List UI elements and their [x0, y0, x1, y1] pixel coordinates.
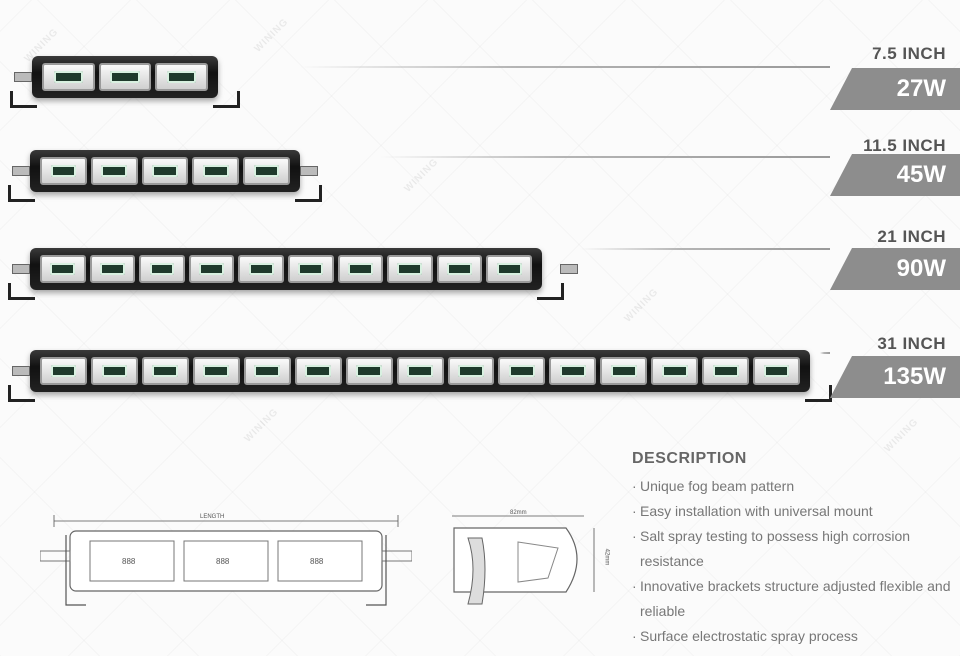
watermark: WINING	[242, 406, 281, 445]
size-label: 11.5 INCH	[863, 136, 946, 155]
light-bar-31-inch	[8, 350, 832, 402]
size-label: 31 INCH	[877, 334, 946, 353]
front-dimension-drawing: LENGTH 888 888 888	[39, 505, 413, 615]
led-pod	[387, 255, 433, 283]
end-stud	[14, 72, 32, 82]
divider-line	[820, 352, 830, 354]
length-label: LENGTH	[200, 514, 225, 520]
led-pod	[40, 357, 87, 385]
led-pod	[486, 255, 532, 283]
divider-line	[300, 66, 830, 68]
led-pod	[345, 357, 393, 385]
led-pod	[89, 255, 136, 283]
power-badge: 27W	[830, 68, 960, 110]
led-pod	[243, 157, 290, 185]
divider-line	[380, 156, 830, 158]
end-stud	[12, 166, 30, 176]
led-pod	[702, 357, 750, 385]
description-list: Unique fog beam pattern Easy installatio…	[632, 474, 952, 649]
led-pod	[337, 255, 384, 283]
pod-digits: 888	[310, 557, 324, 566]
pod-digits: 888	[216, 557, 230, 566]
led-pod	[436, 255, 483, 283]
led-pod	[287, 255, 334, 283]
led-pod	[498, 357, 546, 385]
end-stud	[560, 264, 578, 274]
mount-bracket	[213, 91, 240, 108]
side-dimension-drawing: 82mm 42mm	[448, 508, 610, 608]
mount-bracket	[537, 283, 564, 300]
led-pod	[155, 63, 209, 91]
led-pod	[447, 357, 495, 385]
height-label: 42mm	[603, 548, 610, 566]
led-pod	[188, 255, 235, 283]
power-badge: 90W	[830, 248, 960, 290]
list-item: Innovative brackets structure adjusted f…	[632, 574, 952, 624]
led-pod	[40, 157, 87, 185]
led-pod	[42, 63, 95, 91]
led-pod	[98, 63, 152, 91]
watermark: WINING	[402, 156, 441, 195]
led-pod	[600, 357, 648, 385]
size-label: 21 INCH	[877, 227, 946, 246]
width-label: 82mm	[510, 510, 527, 516]
mount-bracket	[8, 185, 35, 202]
power-badge: 135W	[830, 356, 960, 398]
mount-bracket	[8, 283, 35, 300]
watermark: WINING	[252, 16, 291, 55]
description-title: DESCRIPTION	[632, 450, 747, 467]
led-pod	[192, 357, 240, 385]
led-pod	[753, 357, 801, 385]
light-bar-7-5-inch	[10, 56, 240, 108]
led-pod	[238, 255, 284, 283]
led-pod	[651, 357, 699, 385]
end-stud	[12, 264, 30, 274]
pod-digits: 888	[122, 557, 136, 566]
led-pod	[549, 357, 597, 385]
led-pod	[192, 157, 240, 185]
list-item: Easy installation with universal mount	[632, 499, 952, 524]
end-stud	[300, 166, 318, 176]
led-pod	[396, 357, 444, 385]
light-bar-11-5-inch	[8, 150, 322, 202]
watermark: WINING	[622, 286, 661, 325]
led-pod	[90, 157, 138, 185]
power-badge: 45W	[830, 154, 960, 196]
list-item: Unique fog beam pattern	[632, 474, 952, 499]
led-pod	[90, 357, 138, 385]
watermark: WINING	[882, 416, 921, 455]
led-pod	[243, 357, 291, 385]
size-label: 7.5 INCH	[872, 44, 946, 63]
led-pod	[294, 357, 342, 385]
mount-bracket	[10, 91, 37, 108]
led-pod	[40, 255, 86, 283]
led-pod	[139, 255, 185, 283]
end-stud	[12, 366, 30, 376]
light-bar-21-inch	[8, 248, 564, 300]
mount-bracket	[805, 385, 832, 402]
led-pod	[141, 157, 189, 185]
mount-bracket	[295, 185, 322, 202]
list-item: Surface electrostatic spray process	[632, 624, 952, 649]
mount-bracket	[8, 385, 35, 402]
list-item: Salt spray testing to possess high corro…	[632, 524, 952, 574]
led-pod	[141, 357, 189, 385]
divider-line	[580, 248, 830, 250]
